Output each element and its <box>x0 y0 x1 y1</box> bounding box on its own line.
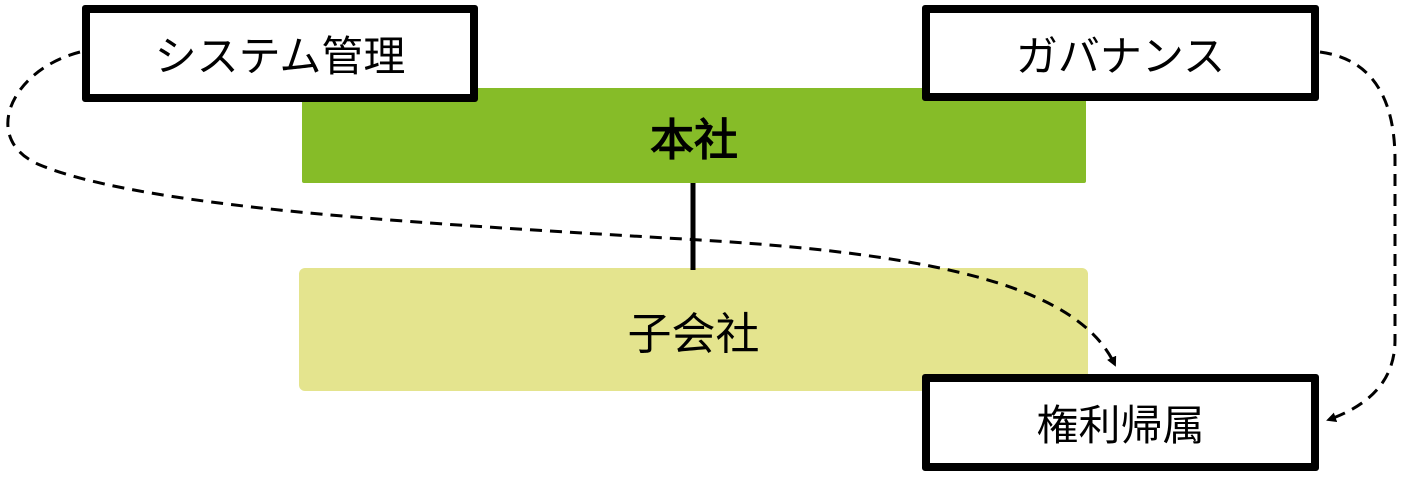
headquarters-label: 本社 <box>650 114 738 166</box>
rights-attribution-label: 権利帰属 <box>1036 401 1205 450</box>
governance-node: ガバナンス <box>922 5 1319 101</box>
system-management-label: システム管理 <box>154 32 406 81</box>
headquarters-node: 本社 <box>302 88 1086 183</box>
system-management-node: システム管理 <box>82 5 478 102</box>
rights-attribution-node: 権利帰属 <box>922 374 1319 471</box>
subsidiary-node: 子会社 <box>299 268 1088 391</box>
subsidiary-label: 子会社 <box>627 308 760 360</box>
governance-to-rights-arrow <box>1319 50 1397 423</box>
system-to-rights-arrow <box>6 50 1117 367</box>
governance-label: ガバナンス <box>1015 31 1226 81</box>
